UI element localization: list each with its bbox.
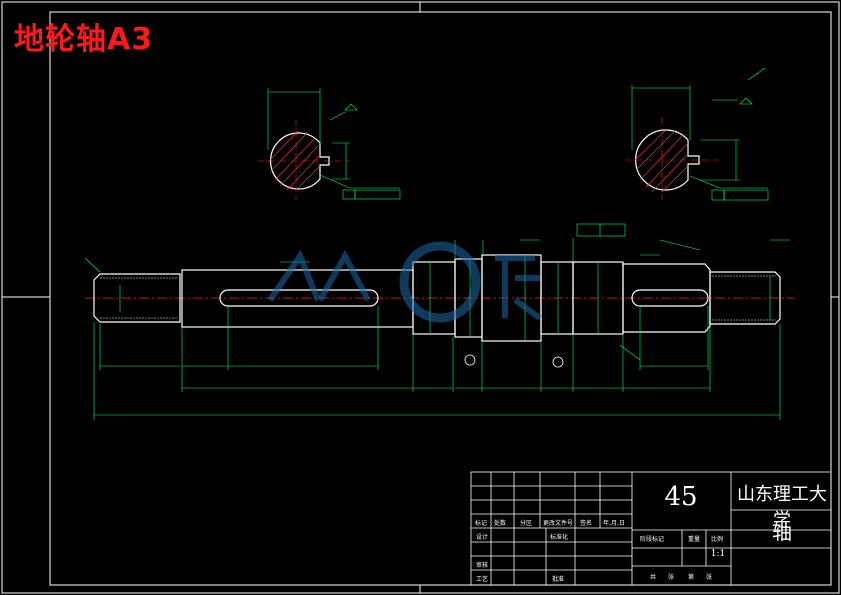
row-label: 设计 (476, 534, 489, 541)
header-label: 分区 (520, 520, 533, 527)
row-label: 标准化 (550, 534, 569, 541)
part-name: 轴 (772, 520, 792, 544)
watermark (267, 241, 542, 323)
material-value: 45 (664, 482, 698, 512)
school-name: 山东理工大学 (737, 484, 827, 531)
row-label: 工艺 (476, 576, 489, 583)
row-label: 审核 (476, 562, 489, 569)
header-label: 更改文件号 (543, 520, 574, 527)
sheet-label: 共 (650, 574, 657, 581)
header-label: 年,月,日 (603, 520, 625, 527)
drawing-title: 地轮轴A3 (14, 22, 154, 57)
section-markers (464, 354, 564, 368)
stage-label: 阶段标记 (640, 536, 665, 543)
sheet-label: 张 (668, 574, 675, 581)
section-view-left (258, 88, 401, 200)
dimension-lines (84, 223, 790, 420)
scale-value: 1:1 (710, 549, 726, 559)
title-block (470, 471, 832, 586)
header-label: 签名 (580, 520, 593, 527)
stage-label: 重量 (688, 536, 701, 543)
row-label: 批准 (552, 576, 565, 583)
section-view-right (625, 67, 769, 202)
header-label: 标记 (475, 520, 488, 527)
header-label: 处数 (494, 520, 507, 527)
sheet-label: 张 (706, 574, 713, 581)
sheet-label: 第 (688, 574, 695, 581)
stage-label: 比例 (711, 536, 724, 543)
